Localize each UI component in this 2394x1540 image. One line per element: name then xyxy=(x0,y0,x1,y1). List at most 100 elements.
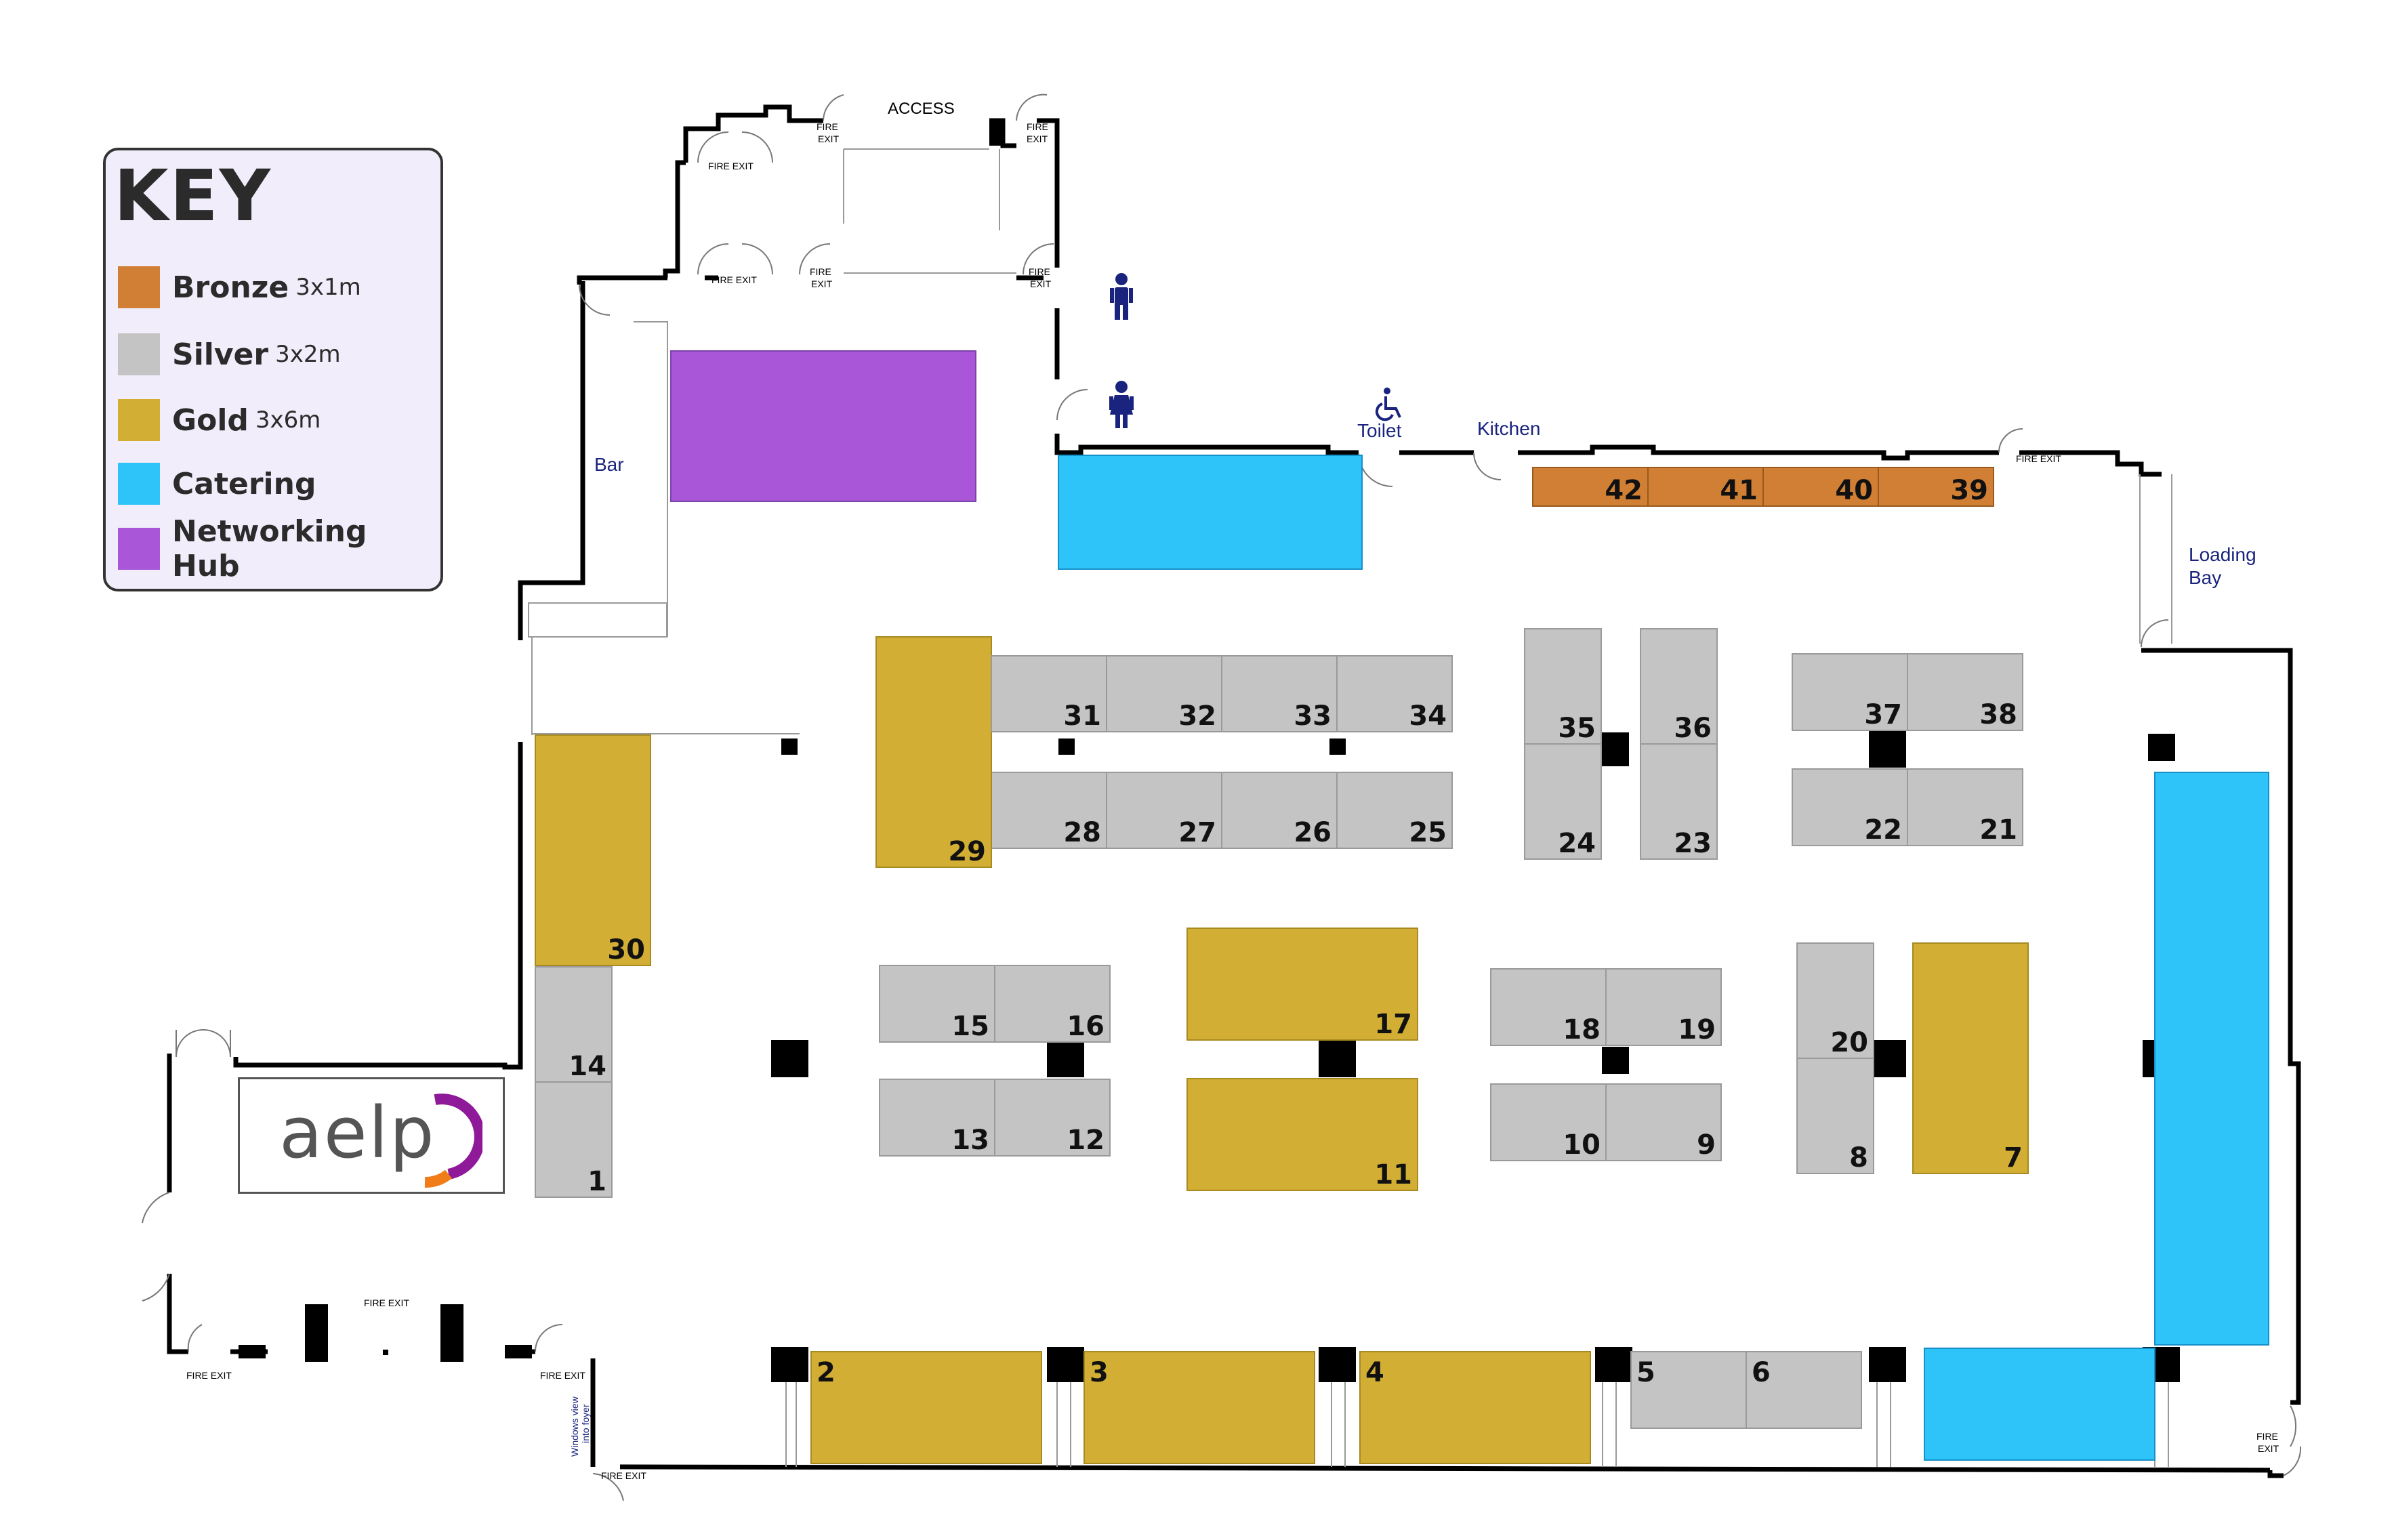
stand-42[interactable] xyxy=(1532,467,1649,507)
pillar xyxy=(1869,1040,1906,1077)
pillar xyxy=(1319,1347,1356,1382)
pillar xyxy=(1329,738,1346,755)
stand-20[interactable] xyxy=(1796,942,1874,1059)
door-arc xyxy=(1473,452,1502,480)
stand-35[interactable] xyxy=(1524,628,1602,745)
stand-29[interactable] xyxy=(875,636,992,868)
pillar xyxy=(1319,1040,1356,1077)
stand-2[interactable] xyxy=(810,1351,1042,1464)
pillar xyxy=(305,1304,328,1362)
stand-number-30: 30 xyxy=(607,934,645,965)
thin-lines xyxy=(528,148,2172,1467)
stand-33[interactable] xyxy=(1221,655,1338,732)
stand-number-6: 6 xyxy=(1752,1357,1771,1388)
stand-19[interactable] xyxy=(1605,968,1722,1046)
wheelchair-icon xyxy=(1375,388,1401,421)
wall-east-bottom xyxy=(2267,1470,2284,1478)
wall-access-left xyxy=(663,160,686,278)
legend-item-networking-hub: Networking Hub xyxy=(118,514,440,583)
stand-23[interactable] xyxy=(1640,743,1718,860)
stand-34[interactable] xyxy=(1336,655,1453,732)
stand-number-19: 19 xyxy=(1678,1014,1716,1045)
bar-label: Bar xyxy=(594,454,624,475)
fire-exit-label: FIRE EXIT xyxy=(540,1370,585,1381)
stand-40[interactable] xyxy=(1762,467,1879,507)
bronze-swatch xyxy=(118,266,160,308)
stand-11[interactable] xyxy=(1186,1078,1418,1191)
exit-label: EXIT xyxy=(1030,278,1052,289)
stand-number-39: 39 xyxy=(1950,475,1988,506)
door-arc xyxy=(203,1029,231,1058)
legend-label: Catering xyxy=(172,466,316,501)
bar-counter xyxy=(528,602,667,638)
networking-hub xyxy=(670,350,976,502)
door-arc xyxy=(697,243,729,275)
stand-37[interactable] xyxy=(1792,653,1908,731)
access-label: ACCESS xyxy=(888,100,955,118)
door-arc xyxy=(741,243,773,275)
stand-10[interactable] xyxy=(1490,1083,1607,1161)
stand-16[interactable] xyxy=(994,965,1111,1043)
stand-28[interactable] xyxy=(991,772,1107,849)
legend-label: Gold xyxy=(172,402,249,438)
stand-18[interactable] xyxy=(1490,968,1607,1046)
stand-3[interactable] xyxy=(1084,1351,1315,1464)
stand-15[interactable] xyxy=(879,965,995,1043)
legend-item-silver: Silver 3x2m xyxy=(118,333,341,376)
wall-bar-left xyxy=(518,281,585,640)
wall-north-2 xyxy=(1518,444,1999,461)
pillar xyxy=(440,1304,463,1362)
stand-12[interactable] xyxy=(994,1079,1111,1157)
stand-number-21: 21 xyxy=(1979,814,2017,846)
toilet-label: Toilet xyxy=(1357,420,1402,441)
stand-6[interactable] xyxy=(1746,1351,1862,1429)
stand-14[interactable] xyxy=(535,966,613,1083)
legend-label: Networking Hub xyxy=(172,514,367,583)
fire-label: FIRE xyxy=(810,266,831,277)
door-arc xyxy=(2283,1446,2302,1476)
catering-area-south xyxy=(1924,1348,2155,1461)
stand-17[interactable] xyxy=(1186,928,1418,1041)
stand-4[interactable] xyxy=(1359,1351,1591,1464)
stand-30[interactable] xyxy=(535,734,651,966)
fire-label: FIRE xyxy=(1029,266,1050,277)
stand-39[interactable] xyxy=(1878,467,1994,507)
exit-label: EXIT xyxy=(2258,1443,2279,1454)
stand-21[interactable] xyxy=(1907,768,2023,846)
fire-label: FIRE xyxy=(1027,121,1048,132)
fire-exit-label: FIRE EXIT xyxy=(2016,453,2061,464)
stand-7[interactable] xyxy=(1912,942,2029,1174)
stand-22[interactable] xyxy=(1792,768,1908,846)
door-arc xyxy=(579,284,611,316)
stand-24[interactable] xyxy=(1524,743,1602,860)
stand-13[interactable] xyxy=(879,1079,995,1157)
stand-41[interactable] xyxy=(1647,467,1764,507)
stand-25[interactable] xyxy=(1336,772,1453,849)
bar-counter-side xyxy=(634,321,668,637)
legend-item-bronze: Bronze 3x1m xyxy=(118,266,361,309)
stand-number-5: 5 xyxy=(1636,1357,1655,1388)
stand-number-36: 36 xyxy=(1674,713,1712,744)
stand-32[interactable] xyxy=(1106,655,1222,732)
door-arc xyxy=(592,1473,624,1501)
stand-36[interactable] xyxy=(1640,628,1718,745)
aelp-logo: aelp xyxy=(238,1077,505,1194)
legend-size: 3x1m xyxy=(295,274,361,301)
wall-south xyxy=(619,1464,2271,1473)
stand-31[interactable] xyxy=(991,655,1107,732)
stand-number-27: 27 xyxy=(1178,817,1216,848)
stand-number-41: 41 xyxy=(1720,475,1758,506)
stand-9[interactable] xyxy=(1605,1083,1722,1161)
pillar xyxy=(989,119,1003,146)
stand-8[interactable] xyxy=(1796,1058,1874,1174)
stand-26[interactable] xyxy=(1221,772,1338,849)
wall-access-right xyxy=(1037,118,1060,268)
legend-item-gold: Gold 3x6m xyxy=(118,398,321,442)
stand-5[interactable] xyxy=(1630,1351,1747,1429)
stand-38[interactable] xyxy=(1907,653,2023,731)
stand-number-22: 22 xyxy=(1864,814,1902,846)
door-arc xyxy=(697,131,729,163)
stand-1[interactable] xyxy=(535,1081,613,1198)
doors xyxy=(142,93,2302,1501)
